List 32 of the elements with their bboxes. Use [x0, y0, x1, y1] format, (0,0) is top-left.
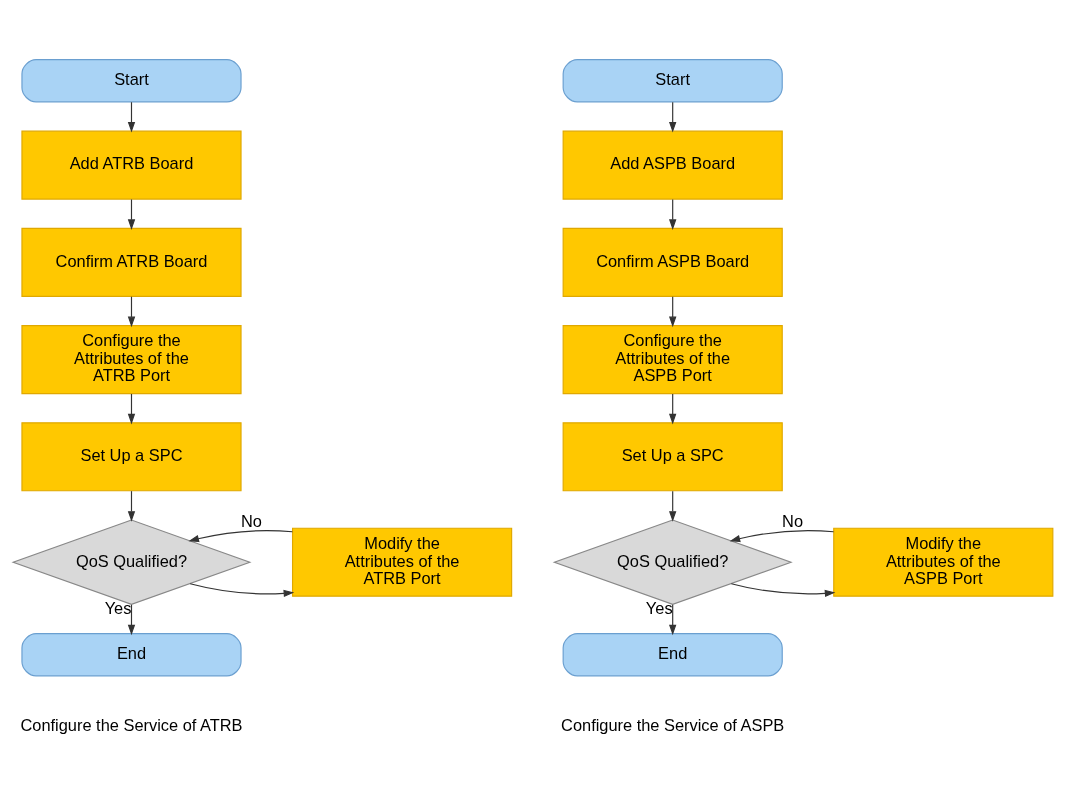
node-box: Start	[562, 59, 783, 103]
arrow	[127, 296, 136, 328]
arrow	[669, 604, 677, 636]
node-box: Configure the Attributes of the ASPB Port	[562, 325, 783, 395]
node-box: Start	[21, 59, 242, 103]
arrow	[127, 604, 136, 636]
node-box: Set Up a SPC	[21, 422, 242, 492]
label: Configure the Service of ASPB	[561, 715, 785, 734]
arrow	[669, 101, 677, 133]
node-box: Configure the Attributes of the ATRB Port	[21, 325, 242, 395]
arrow	[730, 583, 836, 598]
node-box: Modify the Attributes of the ATRB Port	[291, 527, 513, 597]
arrow	[669, 490, 677, 522]
arrow	[127, 490, 136, 522]
node-box: Add ASPB Board	[562, 130, 783, 200]
arrow	[127, 198, 136, 230]
arrow	[127, 101, 136, 133]
node-box: Set Up a SPC	[562, 422, 783, 492]
node-box: Confirm ASPB Board	[562, 227, 783, 297]
arrow	[189, 583, 295, 598]
node-box: Add ATRB Board	[21, 130, 242, 200]
arrow	[127, 393, 136, 425]
node-box: End	[21, 633, 242, 677]
arrow	[188, 530, 293, 543]
label: Configure the Service of ATRB	[20, 715, 243, 734]
arrow	[669, 393, 677, 425]
arrow	[729, 530, 835, 543]
node-box: Confirm ATRB Board	[21, 227, 242, 297]
arrow	[669, 198, 677, 230]
arrow	[669, 296, 677, 328]
node-box: End	[562, 633, 783, 677]
node-box: Modify the Attributes of the ASPB Port	[833, 527, 1054, 597]
